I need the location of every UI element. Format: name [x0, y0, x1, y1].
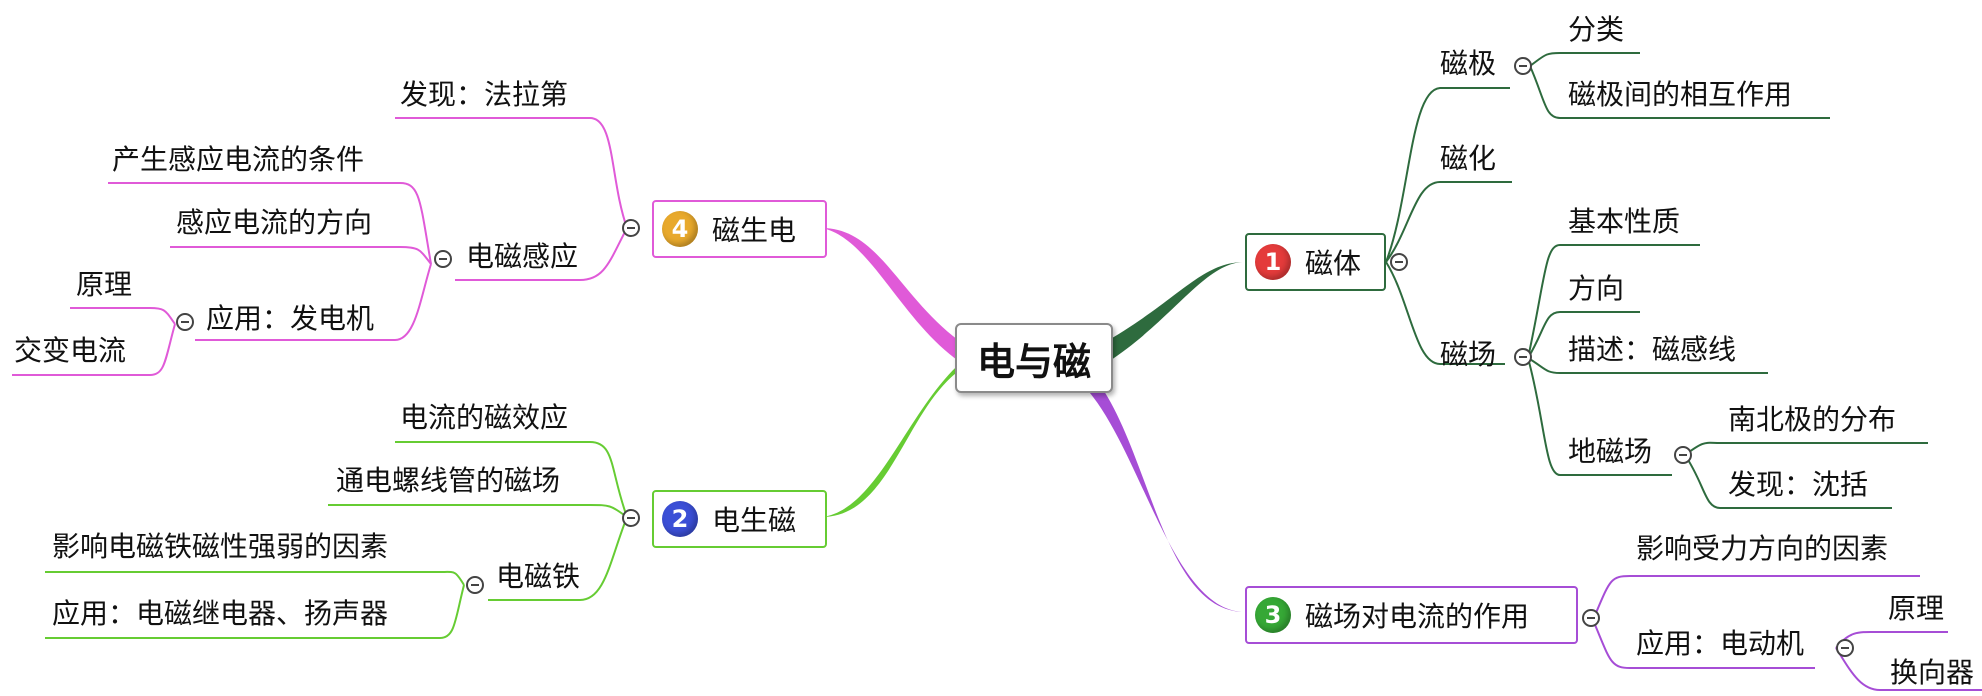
- collapse-toggle-induction[interactable]: [434, 250, 452, 268]
- main-link-2: [822, 355, 970, 517]
- topic-electricity-to-magnetism-label: 电生磁: [712, 504, 797, 537]
- node-induction-condition[interactable]: 产生感应电流的条件: [112, 143, 365, 176]
- node-field[interactable]: 磁场: [1440, 338, 1497, 371]
- node-induction-direction[interactable]: 感应电流的方向: [176, 206, 373, 239]
- node-motor[interactable]: 应用：电动机: [1636, 627, 1805, 660]
- node-discovery-shenkuo[interactable]: 发现：沈括: [1728, 468, 1869, 501]
- node-generator-principle[interactable]: 原理: [76, 268, 133, 301]
- node-alternating-current[interactable]: 交变电流: [14, 334, 127, 367]
- collapse-toggle-electromagnet[interactable]: [466, 576, 484, 594]
- node-solenoid[interactable]: 通电螺线管的磁场: [336, 464, 561, 497]
- main-link-4: [822, 228, 965, 362]
- priority-2-icon: 2: [662, 501, 698, 537]
- node-electromagnet-applications[interactable]: 应用：电磁继电器、扬声器: [52, 597, 389, 630]
- node-pole-interaction[interactable]: 磁极间的相互作用: [1568, 78, 1793, 111]
- node-poles[interactable]: 磁极: [1440, 47, 1497, 80]
- topic-magnetism-to-electricity[interactable]: 4 磁生电: [652, 200, 827, 258]
- priority-1-icon: 1: [1255, 244, 1291, 280]
- node-basic-property[interactable]: 基本性质: [1568, 205, 1681, 238]
- node-force-direction-factors[interactable]: 影响受力方向的因素: [1636, 532, 1889, 565]
- collapse-toggle-generator[interactable]: [176, 313, 194, 331]
- node-commutator[interactable]: 换向器: [1890, 656, 1975, 689]
- node-earth-field[interactable]: 地磁场: [1568, 435, 1653, 468]
- node-induction[interactable]: 电磁感应: [466, 240, 579, 273]
- topic-magnetism-to-electricity-label: 磁生电: [712, 214, 797, 247]
- priority-4-icon: 4: [662, 211, 698, 247]
- node-motor-principle[interactable]: 原理: [1888, 592, 1945, 625]
- collapse-toggle-poles[interactable]: [1514, 57, 1532, 75]
- collapse-toggle-motor[interactable]: [1836, 639, 1854, 657]
- node-generator[interactable]: 应用：发电机: [206, 302, 375, 335]
- node-pole-distribution[interactable]: 南北极的分布: [1728, 403, 1897, 436]
- node-electromagnet[interactable]: 电磁铁: [496, 560, 581, 593]
- collapse-toggle-magnet[interactable]: [1390, 253, 1408, 271]
- central-topic[interactable]: 电与磁: [955, 323, 1113, 393]
- node-direction[interactable]: 方向: [1568, 272, 1625, 305]
- collapse-toggle-magnetism-to-electricity[interactable]: [622, 219, 640, 237]
- node-electromagnet-factors[interactable]: 影响电磁铁磁性强弱的因素: [52, 530, 389, 563]
- collapse-toggle-field[interactable]: [1514, 348, 1532, 366]
- collapse-toggle-electricity-to-magnetism[interactable]: [622, 509, 640, 527]
- priority-3-icon: 3: [1255, 597, 1291, 633]
- topic-field-on-current[interactable]: 3 磁场对电流的作用: [1245, 586, 1578, 644]
- node-magnetic-effect[interactable]: 电流的磁效应: [400, 401, 569, 434]
- topic-electricity-to-magnetism[interactable]: 2 电生磁: [652, 490, 827, 548]
- node-classification[interactable]: 分类: [1568, 13, 1625, 46]
- topic-field-on-current-label: 磁场对电流的作用: [1305, 600, 1530, 633]
- node-discovery-faraday[interactable]: 发现：法拉第: [400, 78, 569, 111]
- topic-magnet-label: 磁体: [1305, 247, 1362, 280]
- collapse-toggle-field-on-current[interactable]: [1582, 609, 1600, 627]
- collapse-toggle-earth-field[interactable]: [1674, 446, 1692, 464]
- node-magnetization[interactable]: 磁化: [1440, 142, 1497, 175]
- main-link-1: [1100, 262, 1245, 362]
- main-link-3: [1080, 372, 1245, 612]
- node-field-lines[interactable]: 描述：磁感线: [1568, 333, 1737, 366]
- topic-magnet[interactable]: 1 磁体: [1245, 233, 1386, 291]
